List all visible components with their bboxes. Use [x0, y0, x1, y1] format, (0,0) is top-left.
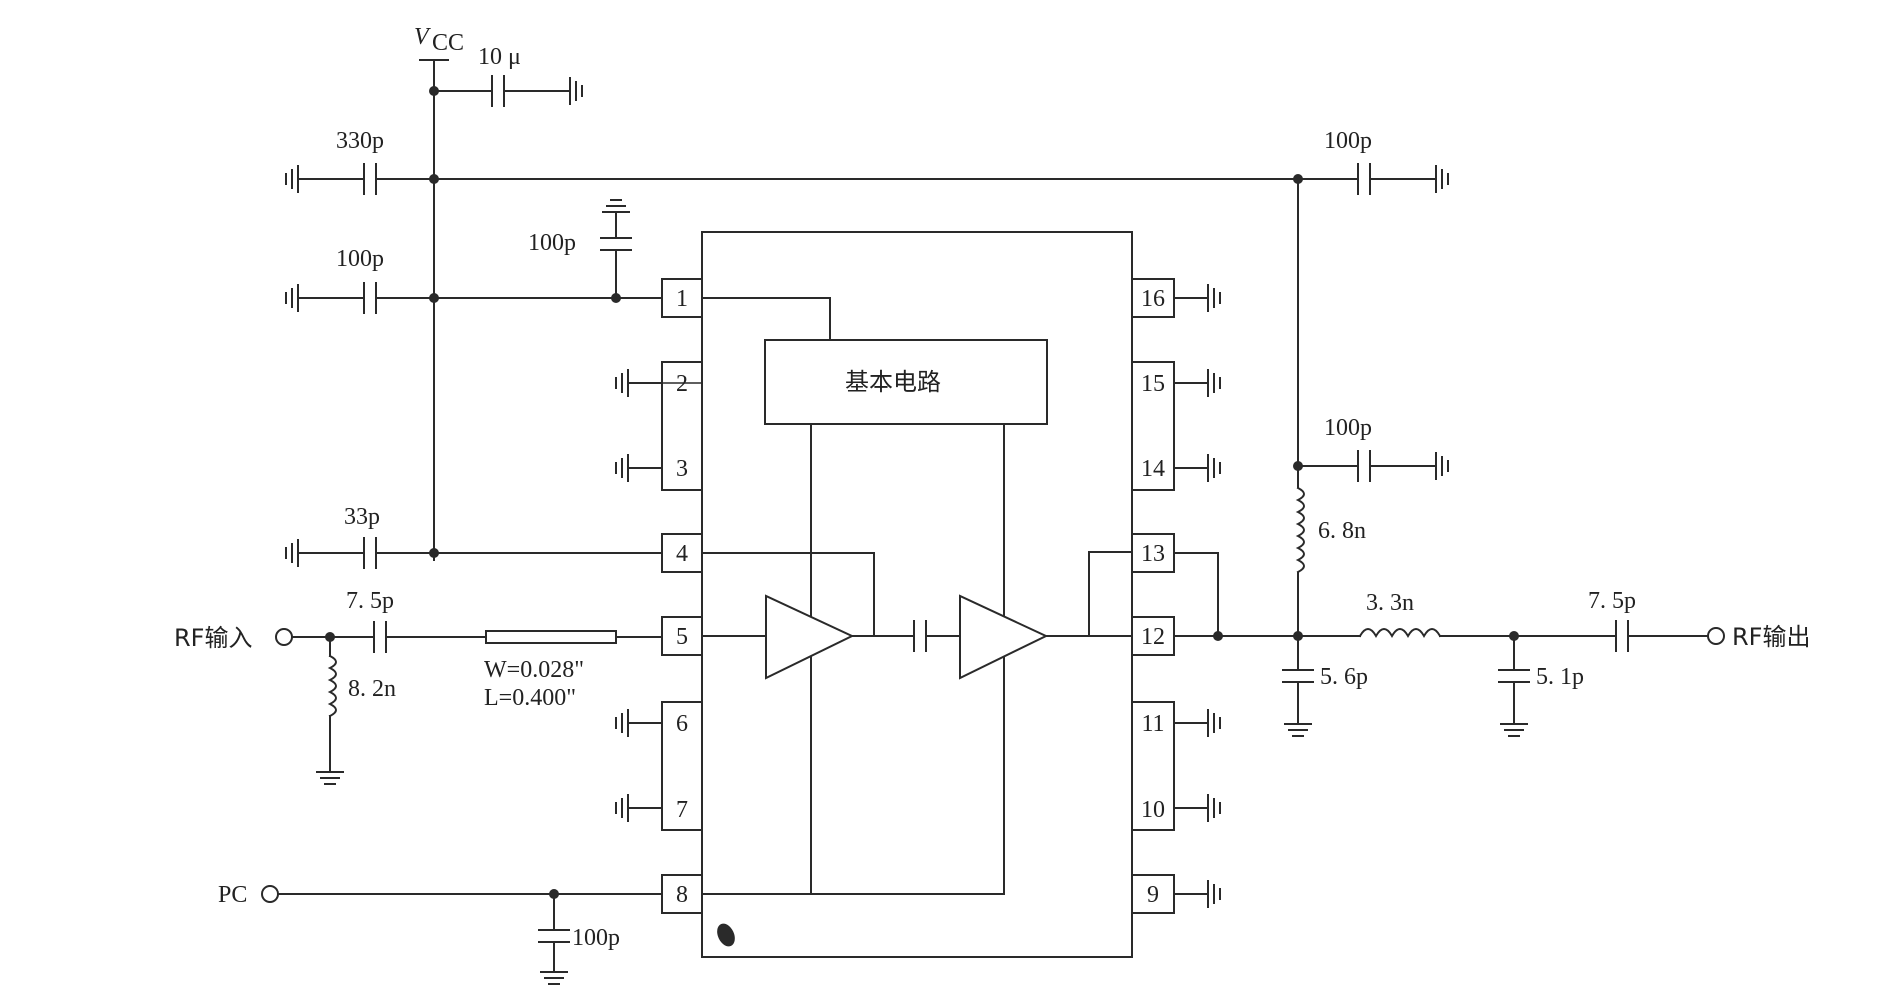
capacitor-100p-left: 100p: [285, 246, 435, 314]
pin-1-number: 1: [676, 286, 688, 312]
rf-output: 7. 5p RF输出: [1588, 588, 1810, 652]
core-block: 基本电路: [764, 339, 1048, 425]
microstrip-line: [485, 630, 617, 644]
pin-13: 13: [1131, 533, 1175, 573]
core-block-label: 基本电路: [845, 368, 941, 396]
vcc-subscript: CC: [432, 30, 464, 56]
capacitor-100p-top-right: 100p: [1297, 128, 1449, 195]
pc-input: PC 100p: [218, 882, 663, 985]
pin-2-number: 2: [676, 371, 688, 397]
pin-6-number: 6: [676, 711, 688, 737]
capacitor-100p-pin1-label: 100p: [528, 230, 576, 256]
capacitor-100p-top-right-label: 100p: [1324, 128, 1372, 154]
capacitor-100p-pc-label: 100p: [572, 925, 620, 951]
pin-6: 6: [661, 701, 703, 831]
capacitor-100p-left-label: 100p: [336, 246, 384, 272]
output-tie: [1173, 552, 1299, 637]
pc-label: PC: [218, 882, 247, 908]
inductor-8p2n: 8. 2n: [316, 636, 396, 785]
pin-13-number: 13: [1141, 541, 1165, 567]
capacitor-33p: 33p: [285, 504, 435, 569]
capacitor-330p-label: 330p: [336, 128, 384, 154]
inductor-3p3n-label: 3. 3n: [1366, 590, 1414, 616]
capacitor-100p-mid-right-label: 100p: [1324, 415, 1372, 441]
capacitor-100p-mid-right: 100p: [1297, 415, 1449, 482]
pin-12: 12: [1131, 616, 1175, 656]
pin-7-number: 7: [676, 797, 688, 823]
capacitor-330p: 330p: [285, 128, 435, 195]
pin-10-number: 10: [1141, 797, 1165, 823]
pin-11-number: 11: [1141, 711, 1164, 737]
capacitor-5p1p: 5. 1p: [1498, 635, 1584, 737]
rf-input-terminal[interactable]: [275, 628, 293, 646]
pin-15-number: 15: [1141, 371, 1165, 397]
inductor-3p3n: 3. 3n: [1297, 590, 1615, 639]
pin-7: 7: [676, 797, 688, 823]
pin-5-number: 5: [676, 624, 688, 650]
capacitor-33p-label: 33p: [344, 504, 380, 530]
stripline-width-label: W=0.028": [484, 657, 584, 683]
pin-4: 4: [661, 533, 703, 573]
pin-9-number: 9: [1147, 882, 1159, 908]
pin-15: 15: [1131, 361, 1175, 491]
inductor-8p2n-label: 8. 2n: [348, 676, 396, 702]
pin-9: 9: [1131, 874, 1175, 914]
inductor-6p8n-label: 6. 8n: [1318, 518, 1366, 544]
rf-output-terminal[interactable]: [1707, 627, 1725, 645]
pin-8: 8: [661, 874, 703, 914]
rf-input: RF输入 7. 5p W=0.028" L=0.400": [174, 588, 663, 711]
pin-16-number: 16: [1141, 286, 1165, 312]
vcc-label: V: [414, 24, 431, 50]
vcc-supply: V CC: [414, 24, 464, 561]
pin-11: 11: [1131, 701, 1175, 831]
capacitor-10u: 10 μ: [433, 44, 583, 107]
capacitor-100p-pin1: 100p: [528, 199, 632, 299]
left-pins: 1 2 3 4 5 6 7 8: [661, 278, 703, 914]
amplifier-stage-2: [959, 594, 1049, 680]
pin-10: 10: [1141, 797, 1165, 823]
pin-2: 2: [661, 361, 703, 491]
ic-internal-wiring: [701, 297, 1133, 895]
rf-input-label: RF输入: [174, 624, 252, 652]
right-pins: 16 15 14 13 12 11 10 9: [1131, 278, 1175, 914]
pin-14-number: 14: [1141, 456, 1165, 482]
pin-12-number: 12: [1141, 624, 1165, 650]
right-pin-grounds: [1173, 284, 1221, 908]
pin-5: 5: [661, 616, 703, 656]
pin1-marker: [717, 923, 735, 947]
pin-4-number: 4: [676, 541, 688, 567]
capacitor-7p5-out-label: 7. 5p: [1588, 588, 1636, 614]
inductor-6p8n: 6. 8n: [1290, 486, 1366, 574]
pin-14: 14: [1141, 456, 1165, 482]
capacitor-5p6p: 5. 6p: [1282, 635, 1368, 737]
pin-3: 3: [676, 456, 688, 482]
pin-1: 1: [661, 278, 703, 318]
stripline-length-label: L=0.400": [484, 685, 576, 711]
pin-16: 16: [1131, 278, 1175, 318]
pin-8-number: 8: [676, 882, 688, 908]
capacitor-7p5-in-label: 7. 5p: [346, 588, 394, 614]
amplifier-stage-1: [765, 594, 855, 680]
left-pin-grounds: [615, 369, 663, 822]
capacitor-5p1p-label: 5. 1p: [1536, 664, 1584, 690]
pc-terminal[interactable]: [261, 885, 279, 903]
pin-3-number: 3: [676, 456, 688, 482]
capacitor-5p6p-label: 5. 6p: [1320, 664, 1368, 690]
capacitor-10u-label: 10 μ: [478, 44, 521, 70]
rf-output-label: RF输出: [1732, 623, 1810, 651]
